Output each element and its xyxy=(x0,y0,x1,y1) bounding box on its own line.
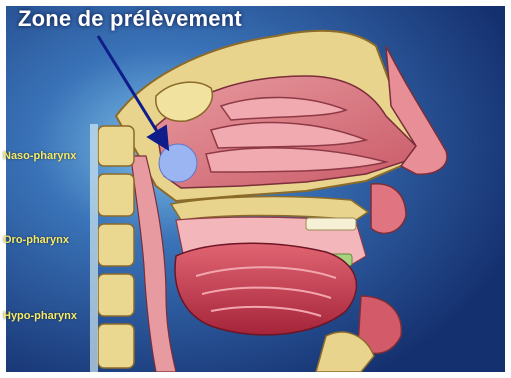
figure-title: Zone de prélèvement xyxy=(18,6,242,32)
vertebra-4 xyxy=(98,274,134,316)
teeth-upper xyxy=(306,218,356,230)
tongue xyxy=(175,243,356,335)
label-naso-pharynx: Naso-pharynx xyxy=(3,150,76,162)
vertebra-3 xyxy=(98,224,134,266)
spinal-column-edge xyxy=(90,124,98,372)
label-oro-pharynx: Oro-pharynx xyxy=(3,234,69,246)
label-hypo-pharynx: Hypo-pharynx xyxy=(3,310,77,322)
anatomy-illustration xyxy=(6,6,505,372)
sample-zone-marker xyxy=(159,144,197,182)
vertebra-1 xyxy=(98,126,134,166)
vertebra-2 xyxy=(98,174,134,216)
vertebra-5 xyxy=(98,324,134,368)
